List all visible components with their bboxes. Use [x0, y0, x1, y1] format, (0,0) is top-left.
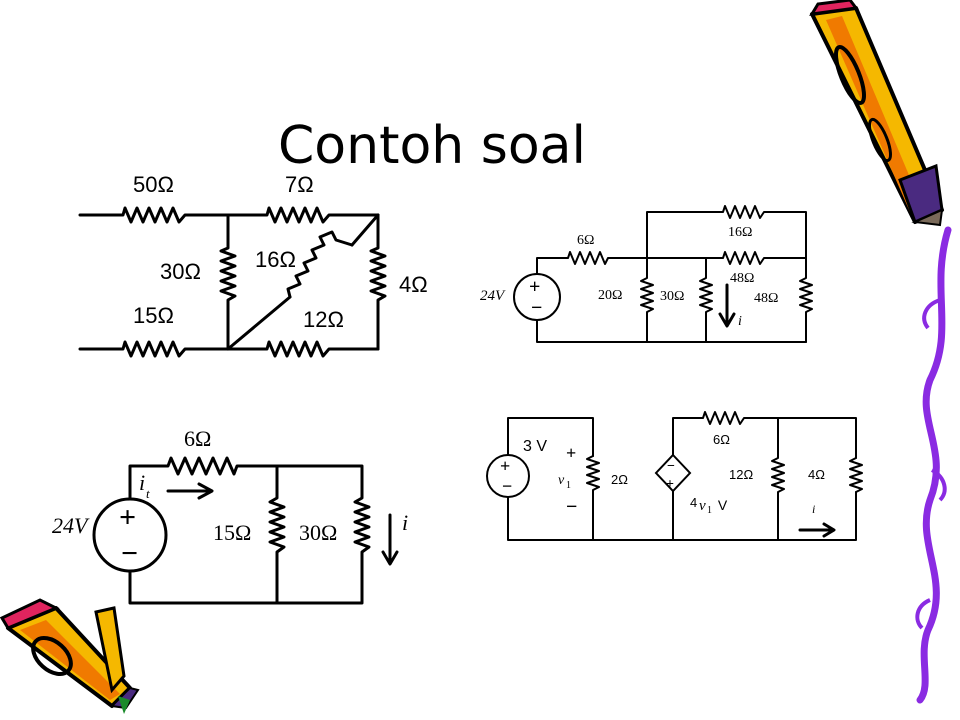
- label-15-ohm: 15Ω: [213, 520, 251, 545]
- label-15-ohm: 15Ω: [133, 303, 174, 328]
- label-30-ohm: 30Ω: [160, 259, 201, 284]
- label-4-ohm: 4Ω: [399, 272, 428, 297]
- label-dep-coef: 4: [690, 495, 697, 510]
- label-dep-sub: 1: [707, 505, 712, 516]
- vine-decoration: [915, 226, 952, 704]
- label-current-it: i: [139, 470, 145, 495]
- source-minus: −: [502, 476, 512, 496]
- label-dep-unit: V: [714, 497, 728, 513]
- label-7-ohm: 7Ω: [285, 172, 314, 197]
- source-plus: +: [500, 456, 510, 476]
- dep-source-minus: −: [667, 459, 675, 474]
- source-plus: +: [119, 501, 136, 534]
- label-4-ohm: 4Ω: [808, 467, 825, 482]
- pencil-icon: [0, 598, 140, 714]
- label-3v: 3 V: [523, 438, 547, 455]
- label-6-ohm: 6Ω: [184, 426, 211, 451]
- v1-minus: −: [566, 496, 577, 518]
- label-v1: v: [558, 473, 565, 488]
- label-30-ohm: 30Ω: [660, 289, 684, 304]
- label-48-ohm-a: 48Ω: [730, 271, 754, 286]
- label-current-it-sub: t: [146, 486, 150, 501]
- label-v1-sub: 1: [566, 480, 571, 491]
- label-12-ohm: 12Ω: [729, 467, 753, 482]
- pencil-icon: [809, 0, 944, 227]
- circuit-3: + − 24V 6Ω i t 15Ω 30Ω i: [52, 426, 408, 605]
- label-30-ohm: 30Ω: [299, 520, 337, 545]
- source-minus: −: [531, 297, 542, 319]
- label-2-ohm: 2Ω: [611, 472, 628, 487]
- label-16-ohm: 16Ω: [728, 225, 752, 240]
- label-current-i: i: [738, 314, 742, 329]
- label-48-ohm-b: 48Ω: [754, 291, 778, 306]
- circuit-2: + − 24V 6Ω 16Ω 20Ω 30Ω 48Ω 48Ω i: [480, 205, 813, 343]
- source-minus: −: [121, 537, 138, 570]
- label-24v: 24V: [480, 288, 506, 304]
- label-24v: 24V: [52, 513, 90, 538]
- label-6-ohm: 6Ω: [713, 432, 730, 447]
- label-12-ohm: 12Ω: [303, 307, 344, 332]
- circuit-1: 50Ω 7Ω 30Ω 16Ω 4Ω 15Ω 12Ω: [78, 172, 428, 358]
- source-plus: +: [529, 276, 540, 298]
- label-current-i: i: [402, 510, 408, 535]
- dep-source-plus: +: [666, 477, 674, 492]
- circuit-4: + − 3 V + − v 1 2Ω 6Ω 12Ω 4Ω − + 4 v 1 V…: [486, 411, 863, 541]
- slide-title: Contoh soal: [278, 116, 586, 176]
- label-6-ohm: 6Ω: [577, 233, 594, 248]
- label-current-i: i: [812, 502, 815, 516]
- label-dep-var: v: [699, 498, 706, 514]
- v1-plus: +: [566, 443, 576, 463]
- label-50-ohm: 50Ω: [133, 172, 174, 197]
- label-16-ohm: 16Ω: [255, 247, 296, 272]
- label-20-ohm: 20Ω: [598, 288, 622, 303]
